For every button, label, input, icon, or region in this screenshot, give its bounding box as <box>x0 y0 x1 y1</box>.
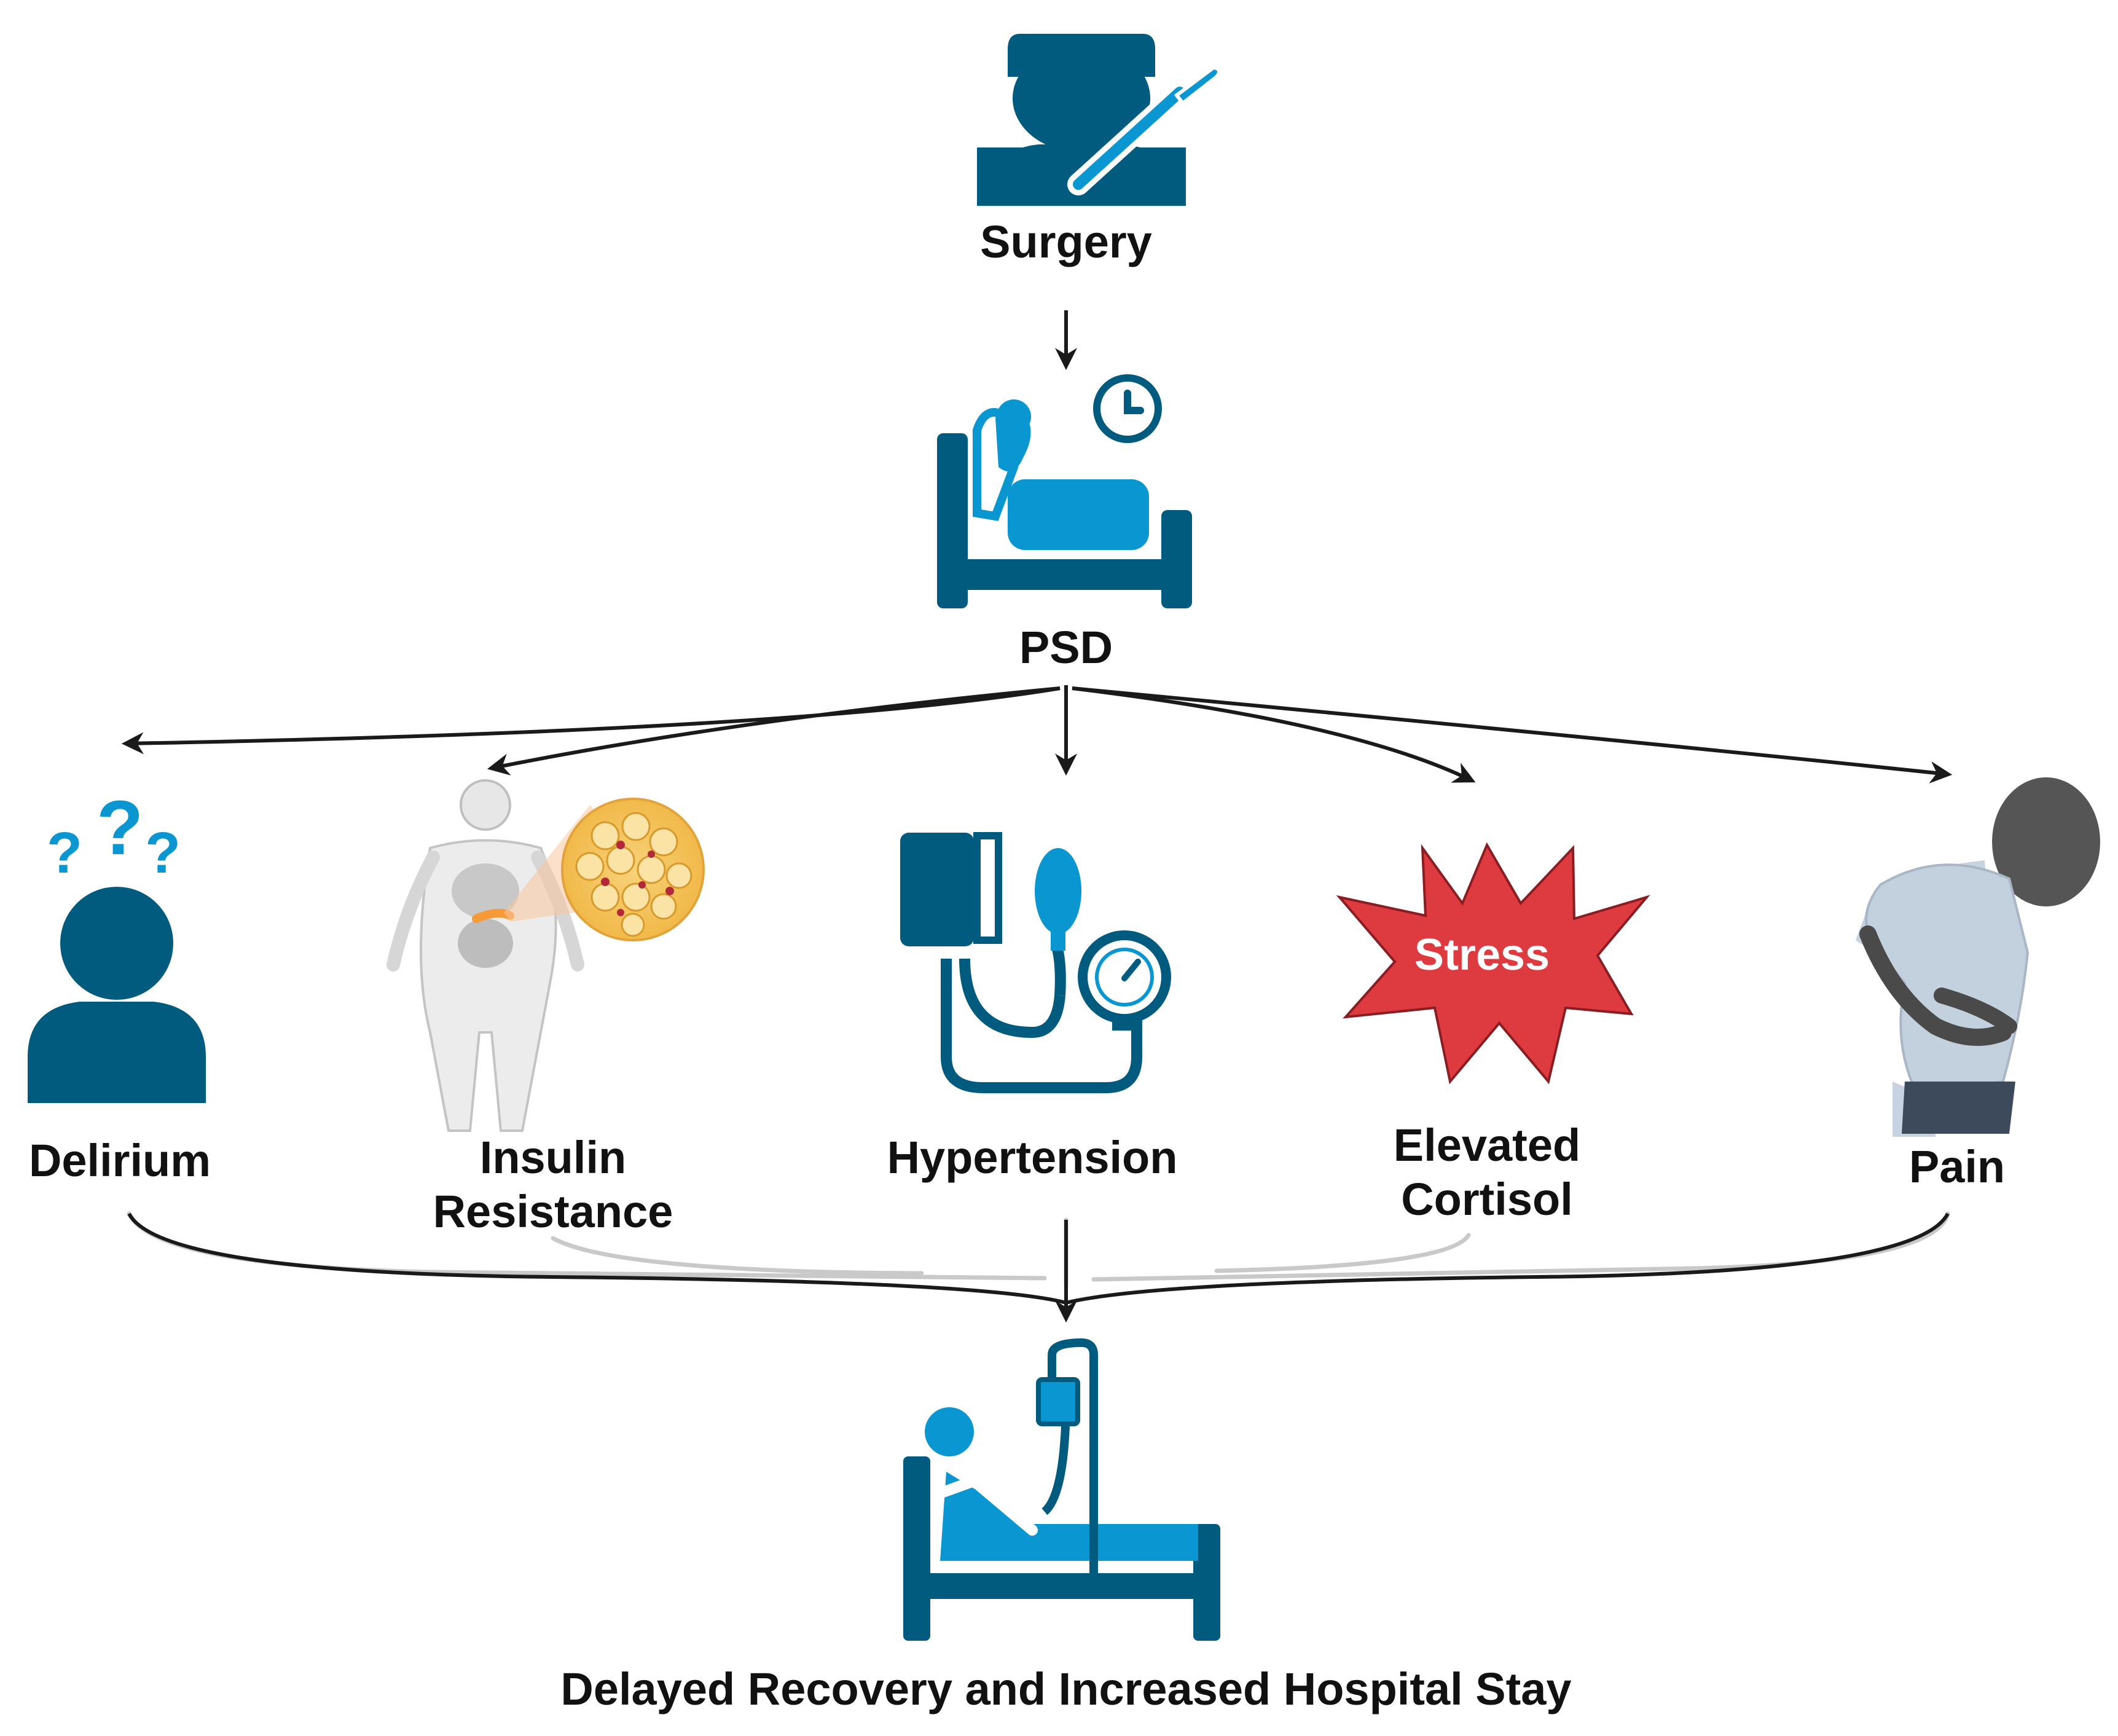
node-label-outcome: Delayed Recovery and Increased Hospital … <box>560 1663 1572 1714</box>
node-label-insulin-line2: Resistance <box>433 1186 673 1237</box>
arrow-psd-to-delirium <box>121 686 1061 755</box>
psd-effect-arrows <box>121 685 1953 784</box>
node-label-insulin-line1: Insulin <box>479 1132 627 1183</box>
arrow-psd-to-pain <box>1072 686 1953 784</box>
node-label-hypertension: Hypertension <box>887 1132 1178 1183</box>
stress-badge-text: Stress <box>1414 930 1550 980</box>
blood-pressure-monitor-icon <box>900 832 1171 1093</box>
node-label-pain: Pain <box>1908 1141 2006 1192</box>
person-holding-abdomen-icon <box>1856 777 2100 1137</box>
svg-text:?: ? <box>96 785 143 871</box>
node-label-cortisol-line1: Elevated <box>1393 1120 1581 1171</box>
node-label-surgery: Surgery <box>980 216 1152 267</box>
node-label-psd: PSD <box>1019 622 1113 673</box>
svg-text:?: ? <box>145 820 181 886</box>
arrow-psd-to-cortisol <box>1072 686 1476 783</box>
stress-burst-icon: Stress <box>1336 842 1650 1085</box>
node-label-cortisol-line2: Cortisol <box>1401 1174 1573 1225</box>
surgeon-with-scalpel-icon <box>977 34 1221 206</box>
patient-in-bed-with-clock-icon <box>937 374 1192 608</box>
node-label-delirium: Delirium <box>28 1135 211 1186</box>
confused-person-icon: ? ? ? <box>28 785 206 1103</box>
body-with-adipose-tissue-icon <box>386 779 705 1132</box>
svg-text:?: ? <box>47 820 82 886</box>
arrow-psd-to-insulin <box>487 686 1061 776</box>
converging-arrow-lines <box>127 1212 1950 1323</box>
hospital-bed-with-iv-icon <box>903 1338 1220 1641</box>
